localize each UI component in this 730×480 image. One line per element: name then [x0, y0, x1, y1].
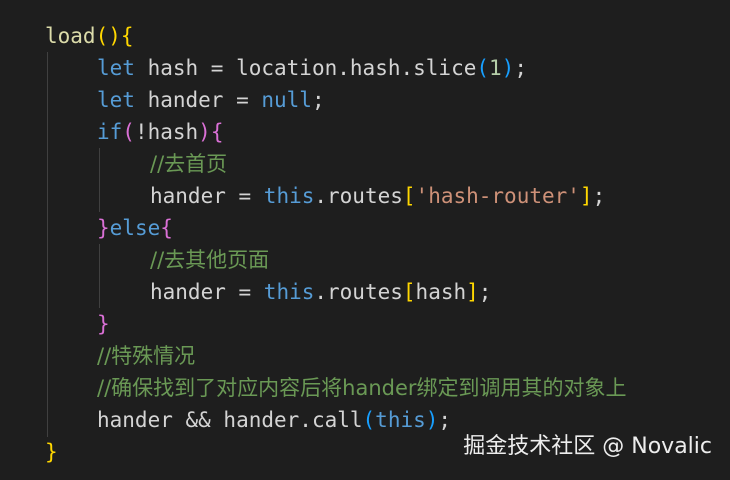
comment: //特殊情况 [97, 344, 196, 368]
bracket: ) [108, 24, 121, 48]
keyword: if [97, 120, 123, 144]
indent-guide-outer [47, 52, 48, 437]
brace: } [45, 440, 58, 464]
brace: } [97, 216, 110, 240]
bracket: ( [122, 120, 135, 144]
code-line-9[interactable]: hander = this.routes[hash]; [150, 276, 491, 308]
bracket: ( [476, 56, 490, 80]
code-line-13[interactable]: hander && hander.call(this); [97, 404, 451, 436]
number-literal: 1 [489, 56, 502, 80]
method-name: slice [413, 56, 477, 80]
bracket: [ [402, 184, 416, 208]
code-text: hander [150, 184, 226, 208]
comment: //确保找到了对应内容后将hander绑定到调用其的对象上 [97, 376, 627, 400]
this-keyword: this [375, 408, 426, 432]
semicolon: ; [592, 184, 606, 208]
brace: { [120, 24, 134, 48]
code-text: = [225, 184, 264, 208]
bracket: ( [362, 408, 376, 432]
code-line-7[interactable]: }else{ [97, 212, 173, 244]
comment: //去首页 [150, 152, 228, 176]
indent-guide-else-block [99, 244, 100, 308]
semicolon: ; [311, 88, 325, 112]
comment: //去其他页面 [150, 248, 270, 272]
code-text: hander && hander. [97, 408, 312, 432]
code-text: hash = [134, 56, 237, 80]
bracket: ) [425, 408, 439, 432]
this-keyword: this [263, 280, 315, 304]
code-line-4[interactable]: if(!hash){ [97, 116, 223, 148]
semicolon: ; [514, 56, 527, 80]
code-text: = [225, 280, 264, 304]
null-literal: null [261, 88, 312, 112]
bracket: [ [402, 280, 416, 304]
this-keyword: this [263, 184, 315, 208]
code-line-3[interactable]: let hander = null; [97, 84, 325, 116]
code-text: .routes [314, 280, 403, 304]
code-line-1[interactable]: load(){ [45, 20, 134, 52]
watermark: 掘金技术社区 @ Novalic [463, 434, 712, 459]
code-line-10[interactable]: } [97, 308, 110, 340]
bracket: ] [579, 184, 593, 208]
bracket: ) [501, 56, 515, 80]
keyword: else [109, 216, 161, 240]
code-line-5[interactable]: //去首页 [150, 148, 227, 180]
string-literal: 'hash-router' [415, 184, 580, 208]
code-line-11[interactable]: //特殊情况 [97, 340, 195, 372]
bracket: ) [198, 120, 211, 144]
brace: { [160, 216, 173, 240]
indent-guide-if-block [99, 148, 100, 212]
brace: } [97, 312, 110, 336]
bracket: ( [95, 24, 109, 48]
code-text: . [337, 56, 350, 80]
code-line-8[interactable]: //去其他页面 [150, 244, 269, 276]
semicolon: ; [438, 408, 452, 432]
method-name: call [311, 408, 363, 432]
keyword: let [97, 88, 135, 112]
code-line-2[interactable]: let hash = location.hash.slice(1); [97, 52, 527, 84]
code-text: location [236, 56, 338, 80]
code-text: hander [150, 280, 226, 304]
bracket: ] [466, 280, 479, 304]
code-line-12[interactable]: //确保找到了对应内容后将hander绑定到调用其的对象上 [97, 372, 627, 404]
code-text: hash [415, 280, 467, 304]
code-line-14[interactable]: } [45, 436, 58, 468]
code-text: . [400, 56, 414, 80]
code-text: !hash [134, 120, 199, 144]
keyword: let [97, 56, 135, 80]
code-text: hander = [134, 88, 262, 112]
code-line-6[interactable]: hander = this.routes['hash-router']; [150, 180, 605, 212]
function-name: load [45, 24, 96, 48]
code-text: hash [349, 56, 401, 80]
semicolon: ; [478, 280, 492, 304]
code-text: .routes [314, 184, 403, 208]
brace: { [210, 120, 224, 144]
